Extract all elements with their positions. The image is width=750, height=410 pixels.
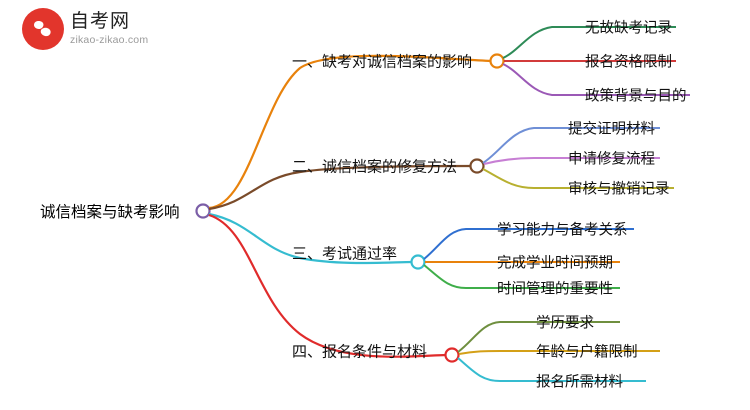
branch-4-leaf-3-connector (457, 357, 646, 382)
branch-1-leaf-3-connector (502, 63, 690, 96)
leaf-label-1-1: 无故缺考记录 (585, 20, 672, 37)
leaf-label-2-3: 审核与撤销记录 (568, 181, 670, 198)
branch-2-node-dot (469, 158, 485, 174)
leaf-label-1-3: 政策背景与目的 (585, 88, 687, 105)
logo-glyph-icon (34, 21, 51, 37)
branch-3-leaf-3-connector (423, 264, 620, 289)
branch-4-leaf-2-connector (458, 350, 660, 355)
branch-2-leaf-2-connector (483, 157, 660, 165)
branch-3-node-dot (410, 254, 426, 270)
branch-2-connector (208, 164, 472, 211)
branch-4-connector (208, 213, 447, 358)
branch-label-2: 二、诚信档案的修复方法 (292, 158, 458, 176)
logo-brand-name: 自考网 (70, 10, 131, 32)
logo-circle-icon (22, 8, 64, 50)
branch-3-leaf-1-connector (423, 228, 634, 260)
site-logo: 自考网 zikao-zikao.com (22, 8, 148, 50)
leaf-label-2-1: 提交证明材料 (568, 121, 655, 138)
branch-4-leaf-1-connector (457, 321, 620, 353)
branch-3-connector (208, 212, 413, 265)
leaf-label-1-2: 报名资格限制 (585, 54, 672, 71)
root-label: 诚信档案与缺考影响 (40, 204, 180, 221)
branch-2-leaf-1-connector (482, 127, 660, 164)
logo-brand-domain: zikao-zikao.com (70, 33, 149, 46)
branch-2-leaf-3-connector (482, 168, 674, 189)
logo-text: 自考网 zikao-zikao.com (70, 10, 149, 46)
leaf-label-3-2: 完成学业时间预期 (497, 255, 613, 272)
leaf-label-3-1: 学习能力与备考关系 (497, 222, 628, 239)
branch-1-node-dot (489, 53, 505, 69)
branch-1-connector (208, 54, 492, 210)
leaf-label-3-3: 时间管理的重要性 (497, 281, 613, 298)
branch-label-4: 四、报名条件与材料 (292, 343, 428, 361)
branch-label-3: 三、考试通过率 (292, 245, 398, 263)
branch-label-1: 一、缺考对诚信档案的影响 (292, 53, 473, 71)
root-node-dot (195, 203, 211, 219)
branch-4-node-dot (444, 347, 460, 363)
leaf-label-4-1: 学历要求 (536, 315, 594, 332)
leaf-label-2-2: 申请修复流程 (568, 151, 655, 168)
leaf-label-4-3: 报名所需材料 (536, 374, 623, 391)
leaf-label-4-2: 年龄与户籍限制 (536, 344, 638, 361)
branch-1-leaf-1-connector (502, 26, 676, 59)
